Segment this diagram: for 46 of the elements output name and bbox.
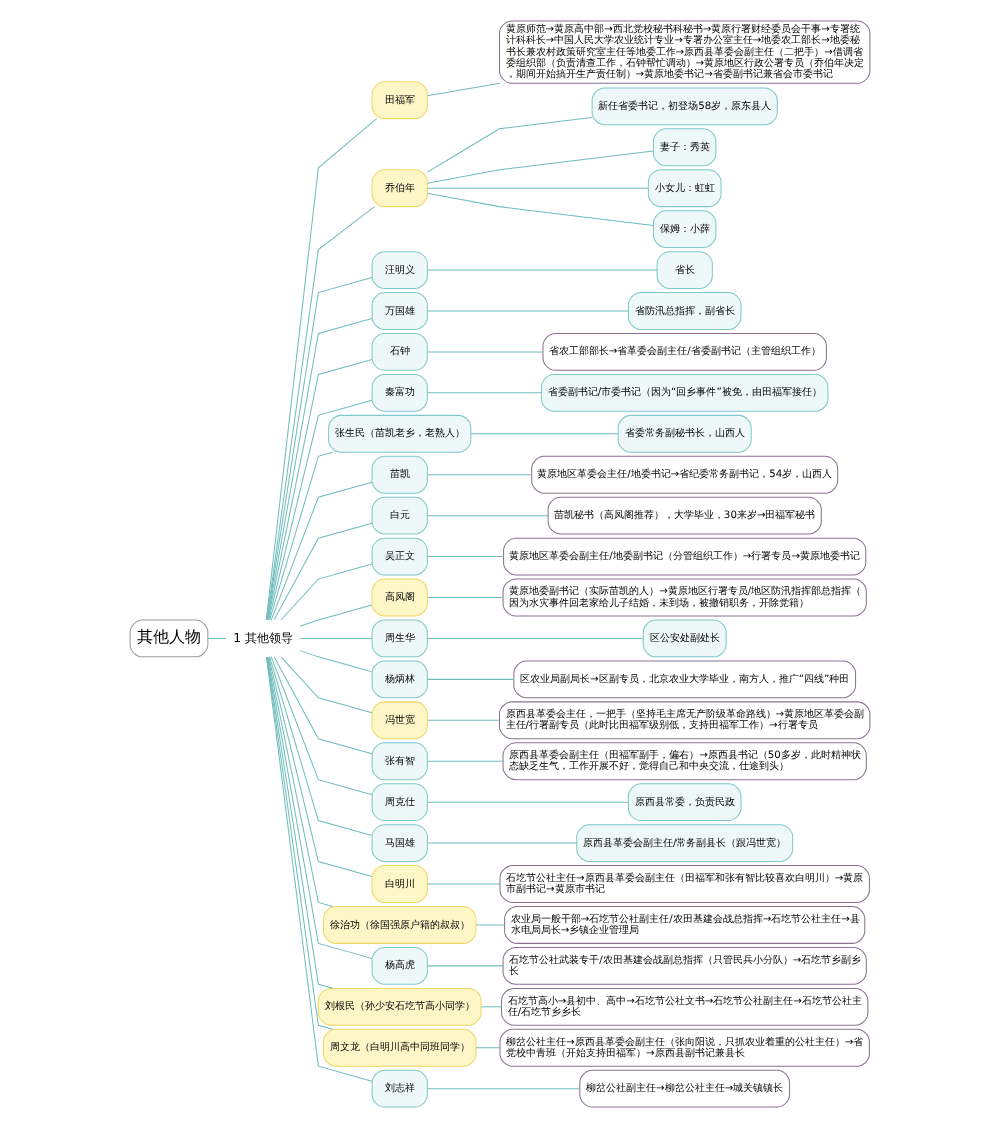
connector [426, 556, 505, 558]
connector [270, 481, 373, 621]
connector [299, 650, 373, 673]
connector [266, 206, 376, 621]
connector [426, 719, 500, 721]
connector [270, 656, 373, 796]
connector [426, 150, 654, 184]
connector [426, 192, 654, 226]
connector [426, 187, 649, 189]
connector [266, 656, 373, 1082]
connector [266, 656, 373, 959]
connector [426, 801, 629, 803]
connector [273, 522, 373, 621]
connector [269, 656, 373, 837]
connector [265, 118, 378, 621]
connector [426, 760, 504, 762]
connector [267, 656, 334, 907]
connector [426, 637, 644, 639]
connector [268, 399, 373, 621]
connector [475, 1047, 501, 1049]
connector [426, 965, 504, 967]
connector [475, 924, 505, 926]
connector [426, 678, 515, 680]
connector [426, 597, 504, 598]
connector [280, 563, 373, 621]
connector [207, 637, 227, 639]
connector [426, 1088, 581, 1090]
connector [470, 433, 619, 435]
connector [268, 656, 373, 878]
connector [426, 474, 533, 476]
connector [426, 883, 501, 885]
connector [299, 604, 373, 627]
connector [426, 392, 542, 394]
node-box: 其他人物 [129, 619, 209, 658]
connector [426, 515, 549, 517]
connector [426, 82, 501, 97]
connector [273, 656, 373, 755]
connector [426, 310, 629, 312]
connector [280, 656, 373, 714]
connector [426, 351, 544, 353]
connector [269, 451, 334, 621]
connector [426, 269, 658, 271]
connector [426, 117, 593, 173]
connector [299, 637, 373, 639]
connector [480, 1006, 502, 1008]
connector [426, 842, 578, 844]
